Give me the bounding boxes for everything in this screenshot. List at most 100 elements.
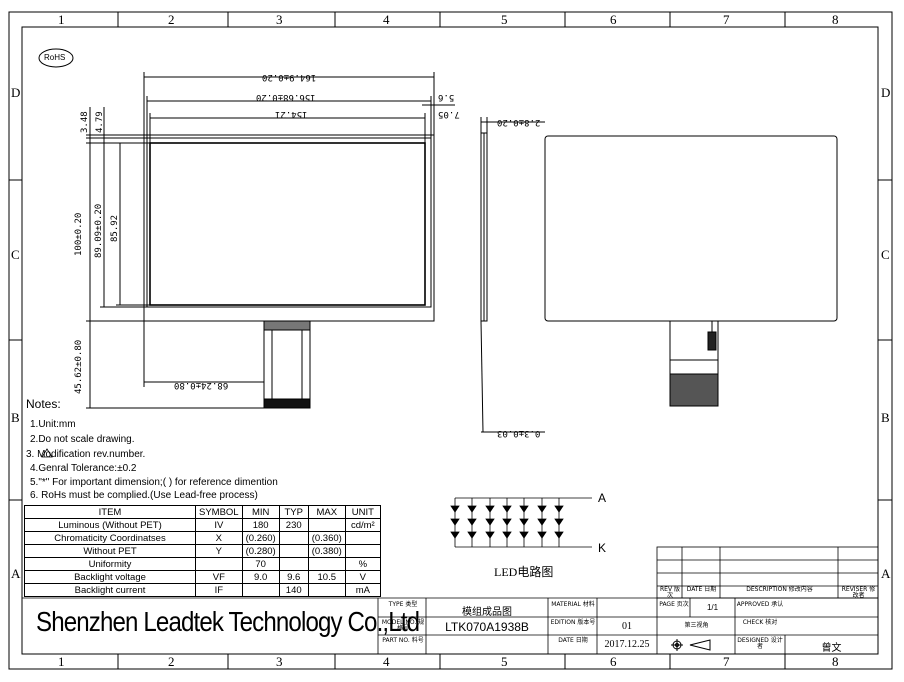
model-value: LTK070A1938B xyxy=(445,620,529,634)
zone-col-4-bottom: 4 xyxy=(383,654,390,669)
spec-cell: 230 xyxy=(278,518,309,532)
designer-value: 曾文 xyxy=(821,643,842,654)
zone-col-7-bottom: 7 xyxy=(723,654,730,669)
company-name: Shenzhen Leadtek Technology Co.,Ltd xyxy=(36,606,420,637)
spec-cell: (0.260) xyxy=(241,531,280,545)
designed-label: DESIGNED 设计者 xyxy=(737,637,783,650)
zone-col-5-bottom: 5 xyxy=(501,654,508,669)
dim-width-inner: 154.21 xyxy=(275,109,308,119)
dim-height-mid: 89.09±0.20 xyxy=(94,203,104,258)
page-label: PAGE 页次 xyxy=(659,601,689,608)
spec-header-min: MIN xyxy=(241,505,280,519)
spec-cell: 70 xyxy=(241,557,280,571)
dim-width-outer: 164.9±0.20 xyxy=(262,72,317,82)
spec-cell xyxy=(344,531,381,545)
spec-cell: (0.380) xyxy=(307,544,346,558)
dim-right-offset-2: 7.05 xyxy=(438,109,460,119)
zone-col-2-bottom: 2 xyxy=(168,654,175,669)
dim-fpc-thickness: 0.3±0.03 xyxy=(497,428,541,438)
dim-right-offset-1: 5.6 xyxy=(438,92,455,102)
approved-label: APPROVED 承认 xyxy=(736,601,784,608)
zone-col-8: 8 xyxy=(832,12,839,27)
zone-col-5: 5 xyxy=(501,12,508,27)
spec-cell: mA xyxy=(344,583,381,597)
spec-header-max: MAX xyxy=(307,505,346,519)
page-value: 1/1 xyxy=(706,603,719,612)
spec-header-row: ITEM SYMBOL MIN TYP MAX UNIT xyxy=(24,505,381,519)
zone-col-6: 6 xyxy=(610,12,617,27)
notes-heading: Notes: xyxy=(26,397,61,411)
date-label: DATE 日期 xyxy=(558,637,588,644)
table-row: Uniformity 70 % xyxy=(24,557,381,571)
spec-cell: X xyxy=(195,531,243,545)
spec-cell: (0.360) xyxy=(307,531,346,545)
spec-cell xyxy=(195,557,243,571)
zone-row-b: B xyxy=(11,410,20,425)
zone-col-4: 4 xyxy=(383,12,390,27)
spec-cell: Backlight voltage xyxy=(24,570,196,584)
spec-cell xyxy=(344,544,381,558)
spec-cell: Y xyxy=(195,544,243,558)
spec-cell: Chromaticity Coordinatses xyxy=(24,531,196,545)
dim-height-inner: 85.92 xyxy=(110,214,120,242)
spec-header-unit: UNIT xyxy=(344,505,381,519)
spec-cell: 10.5 xyxy=(307,570,346,584)
note-2: 2.Do not scale drawing. xyxy=(30,434,135,445)
dim-height-outer: 100±0.20 xyxy=(74,212,84,256)
note-5: 5."*" For important dimension;( ) for re… xyxy=(30,477,278,488)
date-value: 2017.12.25 xyxy=(604,639,650,650)
edition-label: EDITION 版本号 xyxy=(550,619,596,626)
spec-table: ITEM SYMBOL MIN TYP MAX UNIT Luminous (W… xyxy=(24,505,381,597)
led-circuit-caption: LED电路图 xyxy=(494,565,554,579)
spec-cell: IF xyxy=(195,583,243,597)
zone-col-8-bottom: 8 xyxy=(832,654,839,669)
zone-col-3: 3 xyxy=(276,12,283,27)
model-label: MODEL NO. 规格号 xyxy=(381,619,425,632)
dim-top-offset-2: 4.79 xyxy=(95,111,105,133)
spec-cell xyxy=(307,583,346,597)
dim-thickness: 2.8±0.20 xyxy=(497,117,541,127)
zone-col-1-bottom: 1 xyxy=(58,654,65,669)
spec-cell: cd/m² xyxy=(344,518,381,532)
zone-row-a: A xyxy=(11,566,21,581)
rohs-badge: RoHS xyxy=(44,53,66,62)
spec-cell xyxy=(307,557,346,571)
zone-row-c: C xyxy=(11,247,20,262)
spec-cell: Luminous (Without PET) xyxy=(24,518,196,532)
note-6: 6. RoHs must be complied.(Use Lead-free … xyxy=(30,490,258,501)
type-value: 模组成品图 xyxy=(462,607,512,618)
material-label: MATERIAL 材料 xyxy=(551,601,595,608)
check-label: CHECK 核对 xyxy=(742,619,778,626)
description-label: DESCRIPTION 修改内容 xyxy=(746,586,813,593)
spec-cell: 180 xyxy=(241,518,280,532)
spec-cell: 9.6 xyxy=(278,570,309,584)
zone-row-a-right: A xyxy=(881,566,891,581)
spec-cell: V xyxy=(344,570,381,584)
note-3-text: 3. Modification rev.number. xyxy=(26,449,146,460)
dim-width-mid: 156.68±0.20 xyxy=(256,92,316,102)
edition-value: 01 xyxy=(622,621,632,632)
spec-cell xyxy=(278,531,309,545)
spec-header-typ: TYP xyxy=(278,505,309,519)
spec-cell: Without PET xyxy=(24,544,196,558)
zone-col-1: 1 xyxy=(58,12,65,27)
note-3: 3. Modification rev.number. xyxy=(0,449,145,460)
projection-label: 第三视角 xyxy=(684,622,709,629)
type-label: TYPE 类型 xyxy=(388,601,418,608)
third-angle-projection-icon xyxy=(668,640,718,650)
dim-top-offset-1: 3.48 xyxy=(80,111,90,133)
spec-cell xyxy=(278,544,309,558)
zone-col-3-bottom: 3 xyxy=(276,654,283,669)
zone-row-d-right: D xyxy=(881,85,891,100)
dim-fpc-length: 45.62±0.80 xyxy=(74,339,84,394)
spec-cell: 140 xyxy=(278,583,309,597)
spec-header-symbol: SYMBOL xyxy=(195,505,243,519)
spec-cell: % xyxy=(344,557,381,571)
note-4: 4.Genral Tolerance:±0.2 xyxy=(30,463,137,474)
spec-cell: IV xyxy=(195,518,243,532)
